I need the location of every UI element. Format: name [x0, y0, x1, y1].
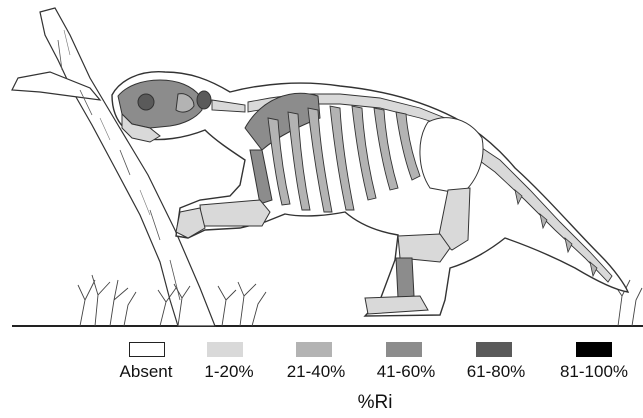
legend-swatch-1-20 — [207, 342, 243, 357]
legend-swatch-41-60 — [386, 342, 422, 357]
legend-label-41-60: 41-60% — [377, 362, 436, 382]
skeleton-illustration — [0, 0, 643, 335]
legend-swatch-21-40 — [296, 342, 332, 357]
legend-label-61-80: 61-80% — [467, 362, 526, 382]
legend-label-absent: Absent — [120, 362, 173, 382]
tree-trunk — [12, 8, 215, 326]
legend-swatch-61-80 — [476, 342, 512, 357]
legend-label-1-20: 1-20% — [204, 362, 253, 382]
legend-swatch-81-100 — [576, 342, 612, 357]
legend-label-81-100: 81-100% — [560, 362, 628, 382]
legend-title: %Ri — [358, 392, 393, 414]
legend-swatch-absent — [129, 342, 165, 357]
legend-label-21-40: 21-40% — [287, 362, 346, 382]
atlas-vertebra — [197, 91, 211, 109]
shrubs — [78, 275, 642, 326]
